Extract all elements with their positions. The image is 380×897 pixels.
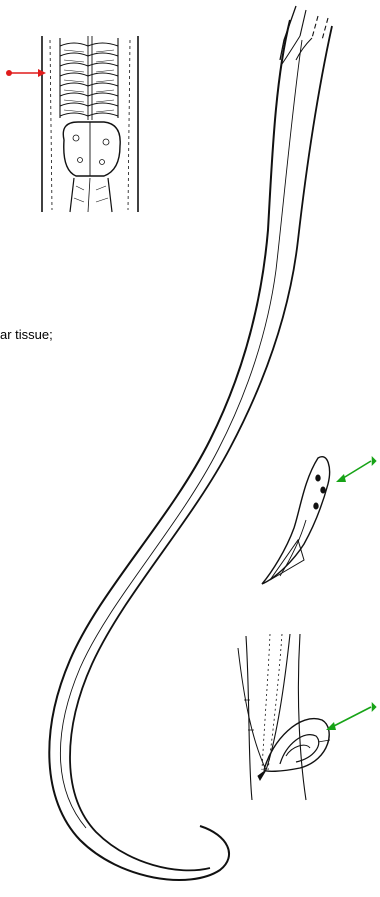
worm-body-drawing (49, 6, 332, 880)
caption-fragment: ar tissue; (0, 327, 53, 342)
green-pointer-arrow-tail (336, 456, 377, 482)
cloacal-spicule-detail (238, 634, 330, 800)
tail-tip-detail (262, 457, 330, 584)
esophagus-detail-inset (42, 36, 138, 212)
green-pointer-arrow-spicule (326, 702, 377, 730)
red-pointer-arrow (6, 69, 46, 77)
